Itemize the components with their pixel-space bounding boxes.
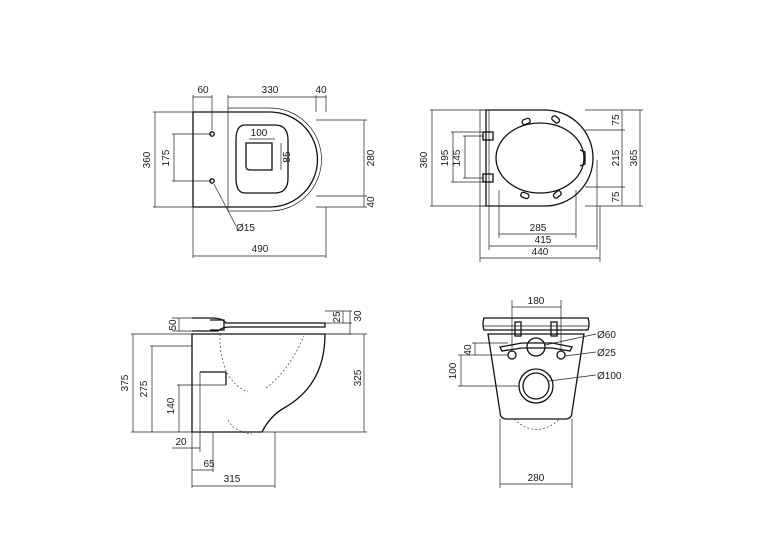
back-bolt-right (550, 321, 558, 337)
side-hinge (210, 319, 225, 331)
back-outlet-inner (522, 372, 550, 400)
label-20: 20 (175, 437, 187, 448)
side-bowl-body (191, 333, 326, 433)
label-195: 195 (440, 149, 451, 166)
seat-hinge-lower (482, 173, 494, 183)
side-view: 50 25 30 375 275 140 325 20 65 315 (120, 310, 367, 488)
label-d100: Ø100 (597, 371, 622, 382)
seat-buffer (552, 190, 562, 199)
leader-d60 (544, 333, 597, 346)
back-bowl-body (487, 333, 585, 420)
back-seat-edge (482, 317, 590, 331)
label-d15: Ø15 (236, 223, 255, 234)
side-waste-pipe (200, 371, 227, 385)
label-180: 180 (528, 296, 545, 307)
back-bolt-left (514, 321, 522, 337)
seat-outline (485, 109, 594, 207)
back-fixing-right (556, 350, 566, 360)
label-d25: Ø25 (597, 348, 616, 359)
label-315: 315 (224, 474, 241, 485)
top-inner-opening (235, 124, 289, 194)
seat-back-strip (479, 109, 490, 207)
seat-hinge-upper (482, 131, 494, 141)
label-325: 325 (353, 369, 364, 386)
top-view: 60 330 40 100 85 175 360 280 40 Ø15 490 (142, 85, 377, 258)
label-415: 415 (535, 235, 552, 246)
back-inlet-d60 (526, 337, 546, 357)
label-50: 50 (168, 319, 179, 331)
label-30: 30 (353, 310, 364, 322)
label-280: 280 (528, 473, 545, 484)
label-490: 490 (252, 244, 269, 255)
label-40-top: 40 (315, 85, 327, 96)
label-375: 375 (120, 374, 131, 391)
side-seat-lid (192, 317, 326, 332)
seat-buffer (521, 117, 531, 126)
back-trap-dashed (513, 418, 561, 430)
label-275: 275 (139, 380, 150, 397)
label-440: 440 (532, 247, 549, 258)
leader-d100 (548, 374, 597, 382)
label-40-right: 40 (366, 196, 377, 208)
label-100: 100 (251, 128, 268, 139)
side-trap-dashed (219, 333, 305, 435)
label-360: 360 (142, 151, 153, 168)
seat-front-tab (579, 149, 586, 167)
top-bowl-rim (227, 107, 322, 212)
label-85: 85 (282, 151, 293, 163)
seat-view: 360 195 145 75 215 75 365 285 415 440 (419, 109, 643, 262)
label-215: 215 (611, 149, 622, 166)
label-60: 60 (197, 85, 209, 96)
back-outlet-outer (518, 368, 554, 404)
top-bowl-outline (193, 111, 319, 208)
leader-d25 (564, 351, 597, 357)
seat-buffer (520, 191, 530, 200)
back-view: 180 40 100 Ø60 Ø25 Ø100 280 (448, 296, 622, 488)
label-360: 360 (419, 151, 430, 168)
label-175: 175 (161, 149, 172, 166)
label-75-top: 75 (611, 114, 622, 126)
seat-buffer (551, 115, 561, 124)
seat-inner-opening (495, 122, 585, 194)
label-330: 330 (262, 85, 279, 96)
label-145: 145 (452, 149, 463, 166)
label-100: 100 (448, 362, 459, 379)
back-fixing-left (507, 350, 517, 360)
leader-line (213, 183, 237, 227)
label-280: 280 (366, 149, 377, 166)
label-365: 365 (629, 149, 640, 166)
label-25: 25 (332, 311, 343, 323)
label-d60: Ø60 (597, 330, 616, 341)
back-cross-bar (499, 342, 573, 352)
label-40: 40 (463, 344, 474, 356)
label-285: 285 (530, 223, 547, 234)
top-flush-outlet (245, 142, 273, 171)
label-140: 140 (166, 397, 177, 414)
label-75-bottom: 75 (611, 191, 622, 203)
label-65: 65 (203, 459, 215, 470)
